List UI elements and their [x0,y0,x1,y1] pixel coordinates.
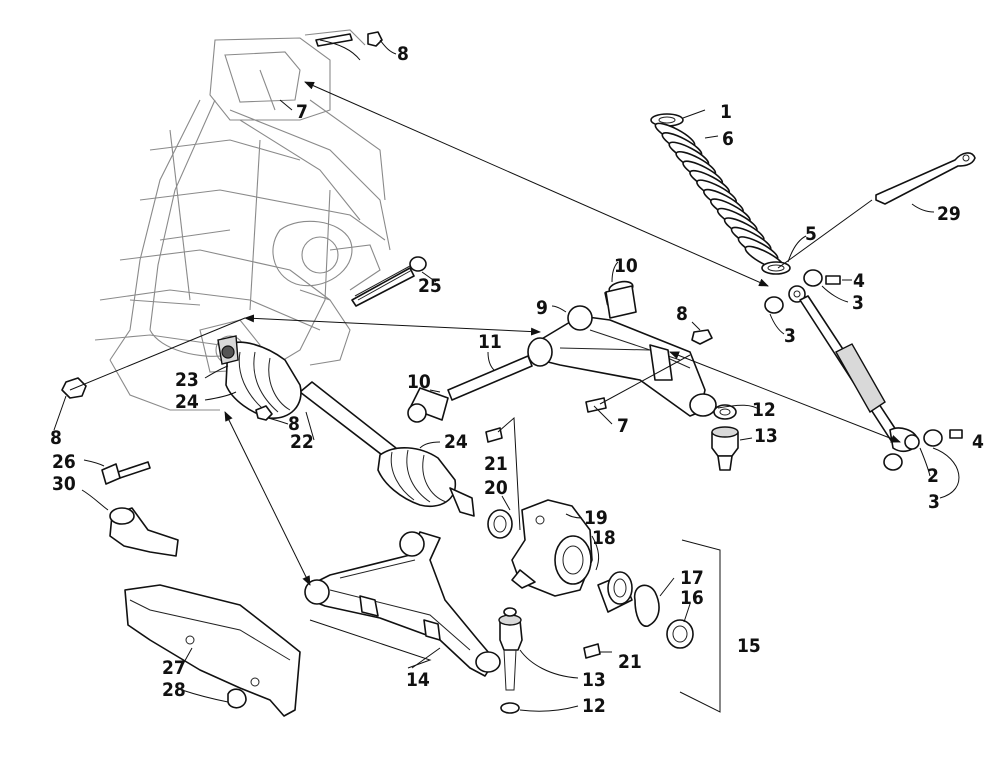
callout-14: 14 [406,669,430,691]
callout-13: 13 [582,669,606,691]
callout-19: 19 [584,507,608,529]
callout-10: 10 [614,255,638,277]
callout-1: 1 [720,101,732,123]
callout-21: 21 [484,453,508,475]
leader-lines [53,39,960,713]
shock-bolts [825,275,963,439]
bolt-26 [101,461,151,485]
callout-26: 26 [52,451,76,473]
callout-15: 15 [737,635,761,657]
bearing-seal [666,619,694,649]
callout-24: 24 [444,431,468,453]
callout-7: 7 [617,415,629,437]
callout-25: 25 [418,275,442,297]
spring-adjuster-ring [761,261,791,275]
callout-8: 8 [288,413,300,435]
ball-joint-upper [711,404,739,471]
callout-23: 23 [175,369,199,391]
callout-3: 3 [784,325,796,347]
upper-arm-bushing-10a [604,280,637,319]
callout-17: 17 [680,567,704,589]
pivot-tube-11 [447,355,533,401]
coil-spring [654,122,786,271]
callout-27: 27 [162,657,186,679]
callout-13: 13 [754,425,778,447]
callout-12: 12 [752,399,776,421]
axle-seal [487,509,513,539]
callout-28: 28 [162,679,186,701]
callout-6: 6 [722,128,734,150]
lower-a-arm [304,531,501,677]
callout-labels: 1 6 8 7 29 5 4 3 3 10 25 9 8 11 10 23 24… [50,43,984,717]
steering-knuckle [511,499,593,597]
callout-22: 22 [290,431,314,453]
callout-4: 4 [972,431,984,453]
skid-plate [124,584,301,717]
callout-18: 18 [592,527,616,549]
callout-8: 8 [676,303,688,325]
upper-arm-bushing-10b [407,387,449,423]
spanner-wrench [875,152,976,205]
callout-8: 8 [397,43,409,65]
callout-30: 30 [52,473,76,495]
shock-bushings [764,269,943,471]
callout-9: 9 [536,297,548,319]
callout-2: 2 [927,465,939,487]
callout-8: 8 [50,427,62,449]
callout-12: 12 [582,695,606,717]
callout-11: 11 [478,331,502,353]
callout-29: 29 [937,203,961,225]
callout-3: 3 [928,491,940,513]
callout-16: 16 [680,587,704,609]
wheel-bearing [597,571,633,613]
callout-4: 4 [853,270,865,292]
drive-axle [217,335,475,517]
spindle-30 [109,507,179,557]
callout-5: 5 [805,223,817,245]
callout-20: 20 [484,477,508,499]
callout-24: 24 [175,391,199,413]
callout-7: 7 [296,101,308,123]
snap-ring [633,584,660,627]
callout-10: 10 [407,371,431,393]
ball-joint-lower [498,607,523,714]
callout-3: 3 [852,292,864,314]
callout-21: 21 [618,651,642,673]
